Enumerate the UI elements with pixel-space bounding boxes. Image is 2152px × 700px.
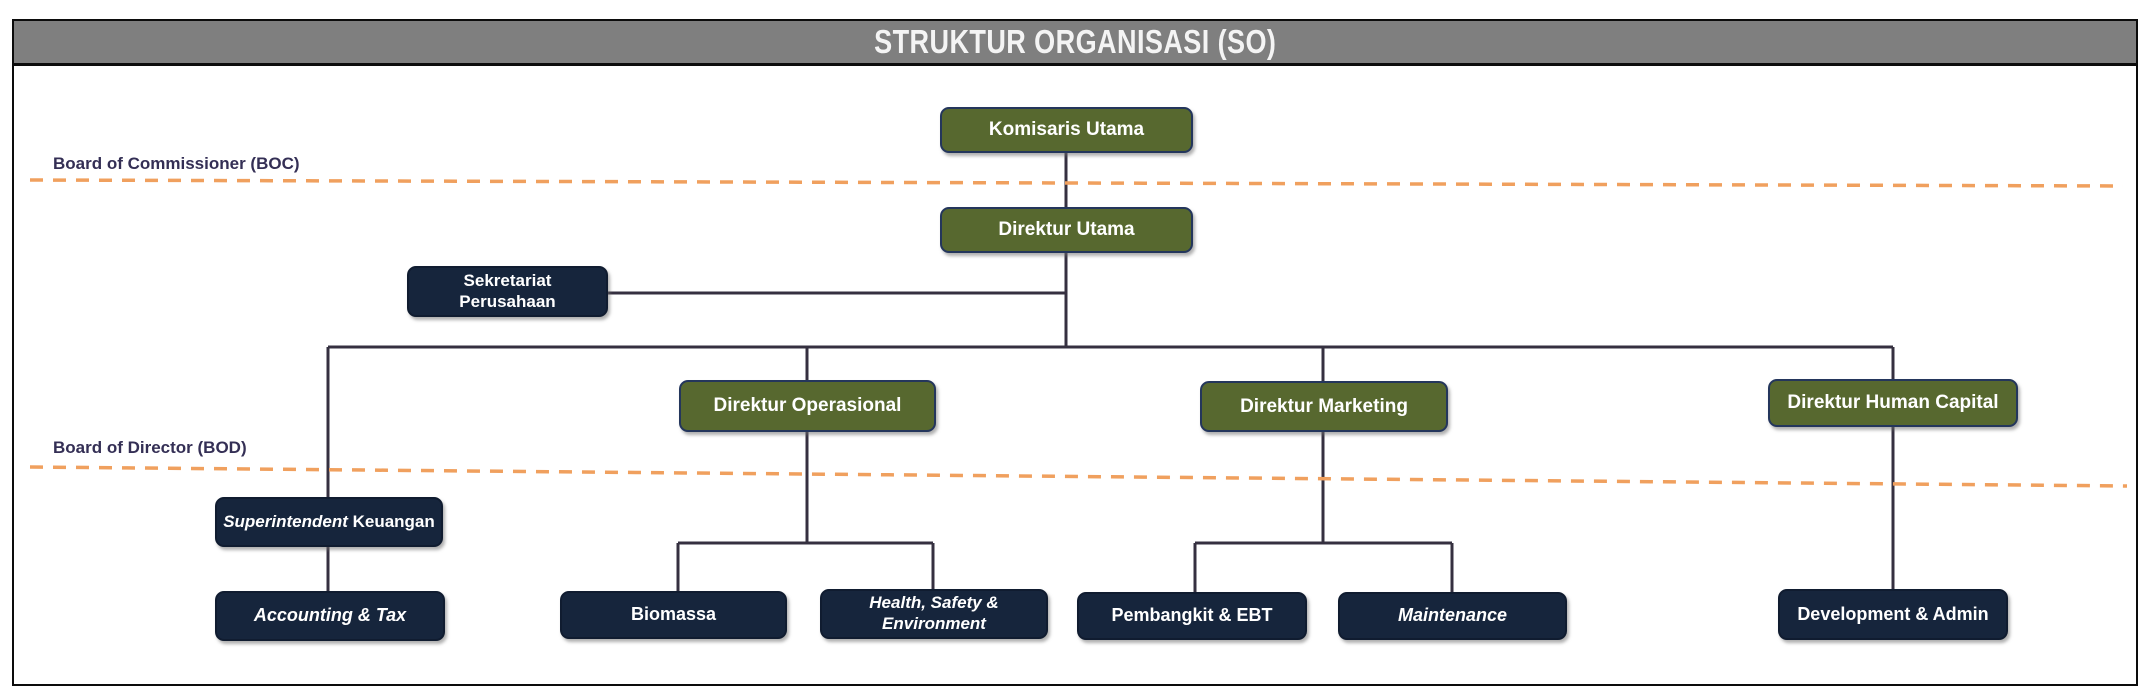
- org-node-label: Direktur Operasional: [713, 395, 902, 417]
- org-node-label: Direktur Marketing: [1240, 395, 1408, 417]
- org-node-label: Maintenance: [1397, 605, 1508, 626]
- org-node-label: Superintendent Keuangan: [223, 511, 435, 531]
- org-node-label: Pembangkit & EBT: [1111, 605, 1273, 626]
- boc-band-label: Board of Commissioner (BOC): [53, 154, 300, 173]
- org-node-pembangkit-ebt: Pembangkit & EBT: [1077, 592, 1307, 640]
- org-node-direktur-human-capital: Direktur Human Capital: [1768, 379, 2018, 427]
- bod-dashed-line: [29, 465, 2128, 488]
- org-node-direktur-utama: Direktur Utama: [940, 207, 1193, 253]
- org-node-superintendent-keuangan: Superintendent Keuangan: [215, 497, 443, 547]
- org-node-development-admin: Development & Admin: [1778, 589, 2008, 640]
- org-node-label: Biomassa: [630, 604, 717, 625]
- org-node-label: Health, Safety &: [869, 593, 999, 613]
- org-node-label: Direktur Utama: [998, 219, 1135, 241]
- org-node-biomassa: Biomassa: [560, 591, 787, 639]
- org-node-maintenance: Maintenance: [1338, 592, 1567, 640]
- org-node-label: Sekretariat: [463, 270, 552, 290]
- org-node-label: Environment: [882, 614, 986, 633]
- org-node-direktur-operasional: Direktur Operasional: [679, 380, 936, 432]
- org-node-direktur-marketing: Direktur Marketing: [1200, 381, 1448, 432]
- org-node-accounting-tax: Accounting & Tax: [215, 591, 445, 641]
- org-node-komisaris-utama: Komisaris Utama: [940, 107, 1193, 153]
- org-node-label: Direktur Human Capital: [1787, 392, 1999, 414]
- bod-band-label: Board of Director (BOD): [53, 438, 247, 457]
- org-node-label: Perusahaan: [459, 291, 556, 311]
- page-title: STRUKTUR ORGANISASI (SO): [873, 23, 1277, 60]
- boc-dashed-line: [29, 178, 2124, 188]
- org-node-label: Development & Admin: [1797, 603, 1989, 624]
- org-node-label: Komisaris Utama: [988, 119, 1145, 141]
- solid-connectors: [326, 153, 1895, 592]
- org-node-health-safety-environment: Health, Safety &Environment: [820, 589, 1048, 639]
- org-node-label: Accounting & Tax: [253, 605, 407, 626]
- title-bar: STRUKTUR ORGANISASI (SO): [12, 19, 2138, 66]
